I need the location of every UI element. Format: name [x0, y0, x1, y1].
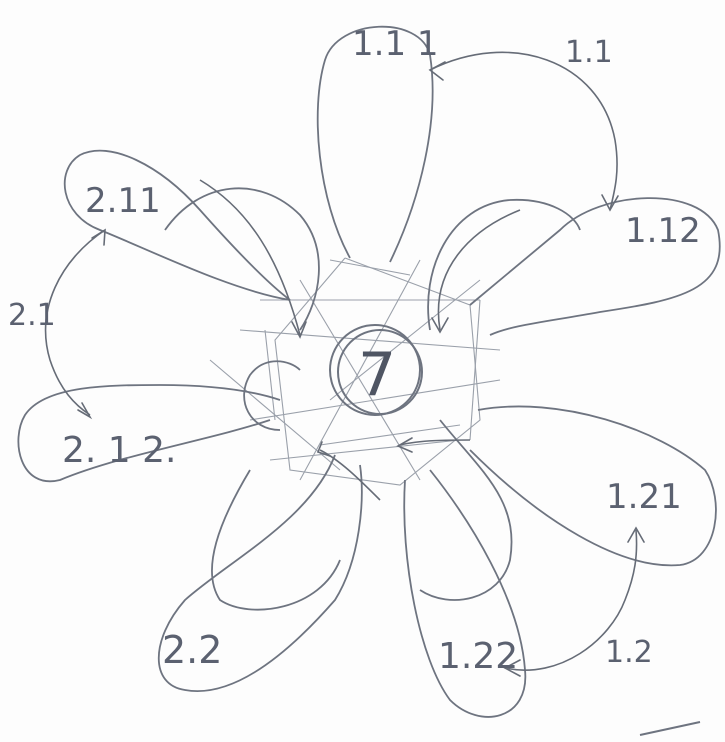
petal-2-11 — [65, 151, 290, 300]
label-arc-1-1: 1.1 — [565, 35, 613, 70]
label-2-11: 2.11 — [85, 181, 161, 221]
label-1-12: 1.12 — [625, 211, 701, 251]
inner-loop-lower-left — [212, 470, 340, 610]
label-arc-1-2: 1.2 — [605, 635, 653, 670]
inner-loop-left — [165, 188, 319, 330]
label-1-22: 1.22 — [438, 636, 518, 677]
inner-loop-lower-right — [420, 420, 512, 600]
label-1-1-1: 1.1 1 — [352, 24, 439, 64]
petal-1-22 — [404, 470, 525, 717]
arc-1-1 — [430, 52, 617, 210]
label-2-12: 2. 1 2. — [62, 430, 177, 471]
label-2-2: 2.2 — [162, 628, 222, 672]
label-1-21: 1.21 — [606, 477, 682, 517]
label-arc-2-1: 2.1 — [8, 298, 56, 333]
center-number: 7 — [358, 340, 396, 410]
stray-pen-mark — [640, 722, 700, 735]
